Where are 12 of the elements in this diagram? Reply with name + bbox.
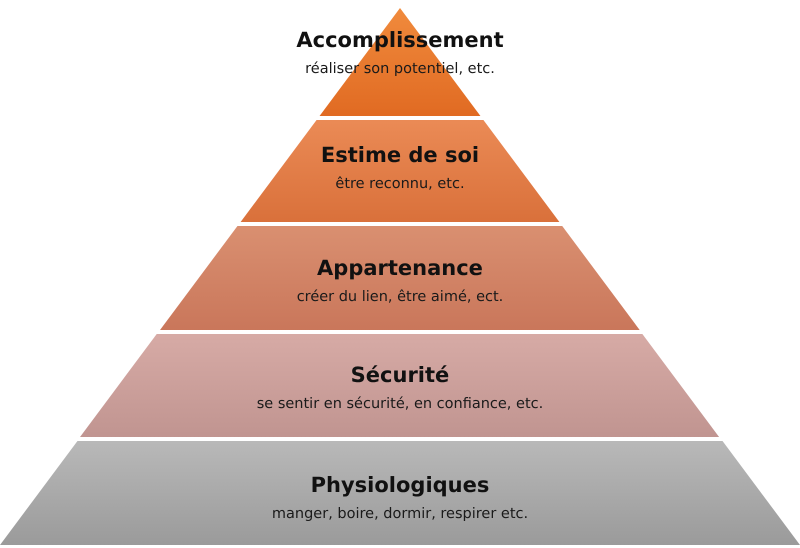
level-title: Appartenance [317, 256, 483, 282]
level-description: créer du lien, être aimé, ect. [296, 288, 504, 306]
pyramid-level [80, 334, 720, 437]
level-description: manger, boire, dormir, respirer etc. [272, 506, 528, 523]
level-description: se sentir en sécurité, en confiance, etc. [256, 396, 544, 413]
pyramid-level [160, 226, 640, 330]
level-description: être reconnu, etc. [335, 176, 465, 193]
pyramid-level [0, 441, 800, 545]
level-title: Estime de soi [320, 143, 480, 169]
level-title: Physiologiques [310, 473, 490, 499]
level-title: Sécurité [350, 363, 450, 389]
pyramid-level [240, 120, 560, 222]
